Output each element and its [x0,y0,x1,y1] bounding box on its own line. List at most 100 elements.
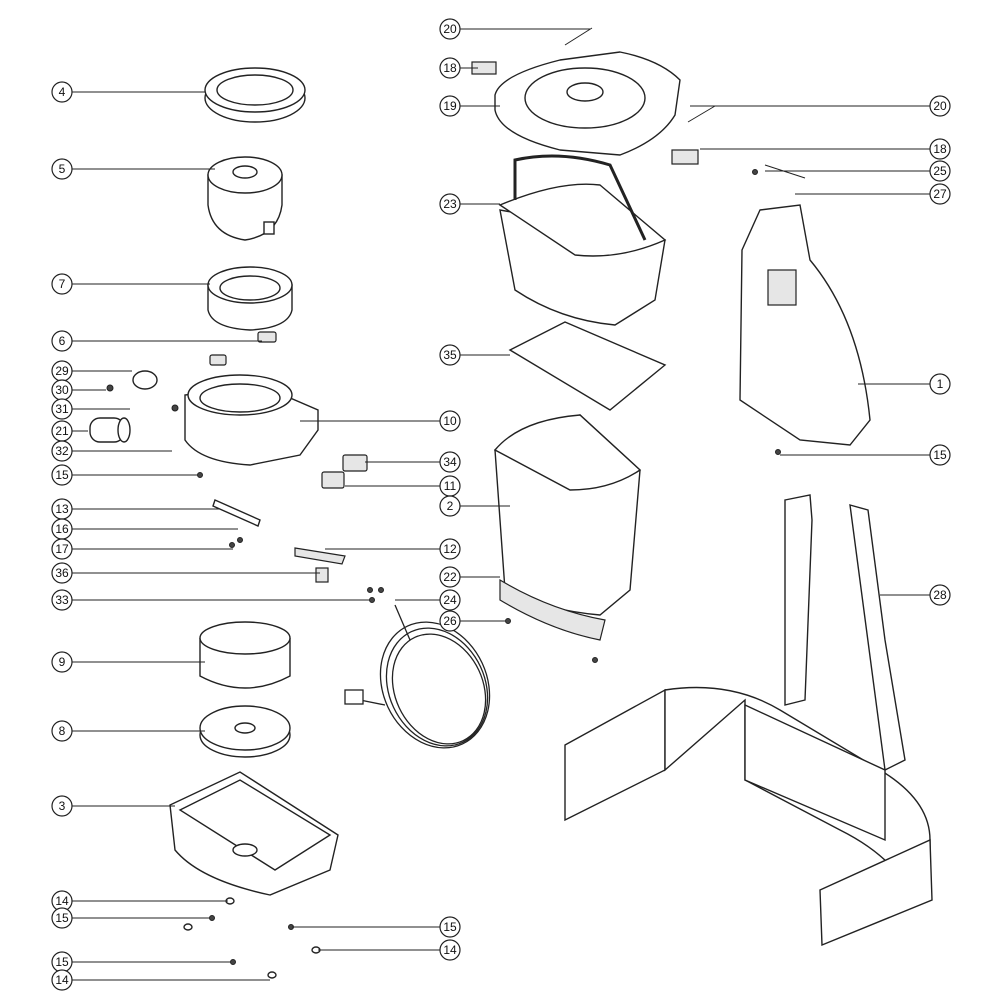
callout-15: 15 [292,916,461,938]
callout-15: 15 [51,907,210,929]
part-base-tray [169,771,339,896]
callout-bubble [439,344,461,366]
callout-number: 20 [443,22,457,36]
callout-bubble [51,330,73,352]
callout-number: 22 [443,570,457,584]
callout-number: 18 [443,61,457,75]
callout-number: 4 [59,85,66,99]
callout-number: 30 [55,383,69,397]
callout-number: 11 [444,479,457,493]
callout-number: 15 [55,911,69,925]
callout-bubble [439,57,461,79]
part-clamp [132,370,158,390]
callout-number: 1 [937,377,944,391]
callout-bubble [929,584,951,606]
callout-number: 9 [59,655,66,669]
callout-number: 10 [443,414,457,428]
part-switch-2 [321,471,345,489]
callout-15: 15 [51,464,198,486]
part-capacitor [89,417,131,443]
callout-number: 2 [447,499,454,513]
callout-number: 12 [443,542,457,556]
callout-number: 18 [933,142,947,156]
callout-34: 34 [365,451,461,473]
callout-number: 24 [443,593,457,607]
callout-19: 19 [439,95,500,117]
callout-bubble [439,589,461,611]
callout-number: 15 [55,468,69,482]
callout-12: 12 [325,538,461,560]
callout-bubble [51,651,73,673]
part-filter-band [199,621,291,689]
part-harness [564,494,933,947]
callout-number: 25 [933,164,947,178]
callout-36: 36 [51,562,320,584]
callout-33: 33 [51,589,370,611]
callout-10: 10 [300,410,461,432]
callout-7: 7 [51,273,210,295]
callout-6: 6 [51,330,262,352]
callout-15: 15 [780,444,951,466]
callout-bubble [439,95,461,117]
part-dust-bucket [498,154,667,326]
callout-bubble [51,158,73,180]
callout-number: 13 [55,502,69,516]
callout-number: 32 [55,444,69,458]
callout-number: 6 [59,334,66,348]
callout-bubble [929,183,951,205]
callout-bubble [51,969,73,991]
callout-number: 27 [933,187,947,201]
callout-17: 17 [51,538,233,560]
callout-number: 7 [59,277,66,291]
callout-bubble [51,538,73,560]
part-filter-sheet [508,321,667,411]
callout-bubble [51,440,73,462]
part-clip [257,331,277,343]
parts [89,27,933,979]
callout-number: 16 [55,522,69,536]
callout-bubble [51,589,73,611]
callout-number: 8 [59,724,66,738]
part-main-tank [493,414,642,616]
part-filter-disc [199,705,291,758]
callout-bubble [929,444,951,466]
callouts: 4576293031213215131617363398314151514201… [51,18,951,991]
callout-number: 5 [59,162,66,176]
part-motor-housing [207,266,293,331]
callout-number: 36 [55,566,69,580]
callout-number: 14 [55,894,69,908]
callout-bubble [51,464,73,486]
part-latch [315,567,329,583]
callout-29: 29 [51,360,132,382]
callout-bubble [51,720,73,742]
callout-bubble [929,160,951,182]
callout-9: 9 [51,651,205,673]
callout-number: 20 [933,99,947,113]
callout-number: 19 [443,99,457,113]
part-base-housing [184,374,319,466]
callout-bubble [439,495,461,517]
callout-15: 15 [51,951,231,973]
part-power-cord [344,604,491,749]
part-screw [106,384,114,392]
callout-number: 15 [443,920,457,934]
callout-14: 14 [51,969,270,991]
part-gasket-ring [204,67,306,123]
part-fasteners [183,449,781,979]
callout-bubble [439,193,461,215]
callout-bubble [51,907,73,929]
callout-bubble [929,95,951,117]
callout-bubble [439,566,461,588]
callout-1: 1 [858,373,951,395]
callout-number: 17 [55,542,69,556]
callout-number: 3 [59,799,66,813]
callout-bubble [51,81,73,103]
callout-number: 28 [933,588,947,602]
part-bracket [294,547,346,565]
part-screw-small [752,169,758,175]
callout-23: 23 [439,193,500,215]
callout-number: 14 [443,943,457,957]
part-lid [494,51,681,156]
part-nut [171,404,179,412]
